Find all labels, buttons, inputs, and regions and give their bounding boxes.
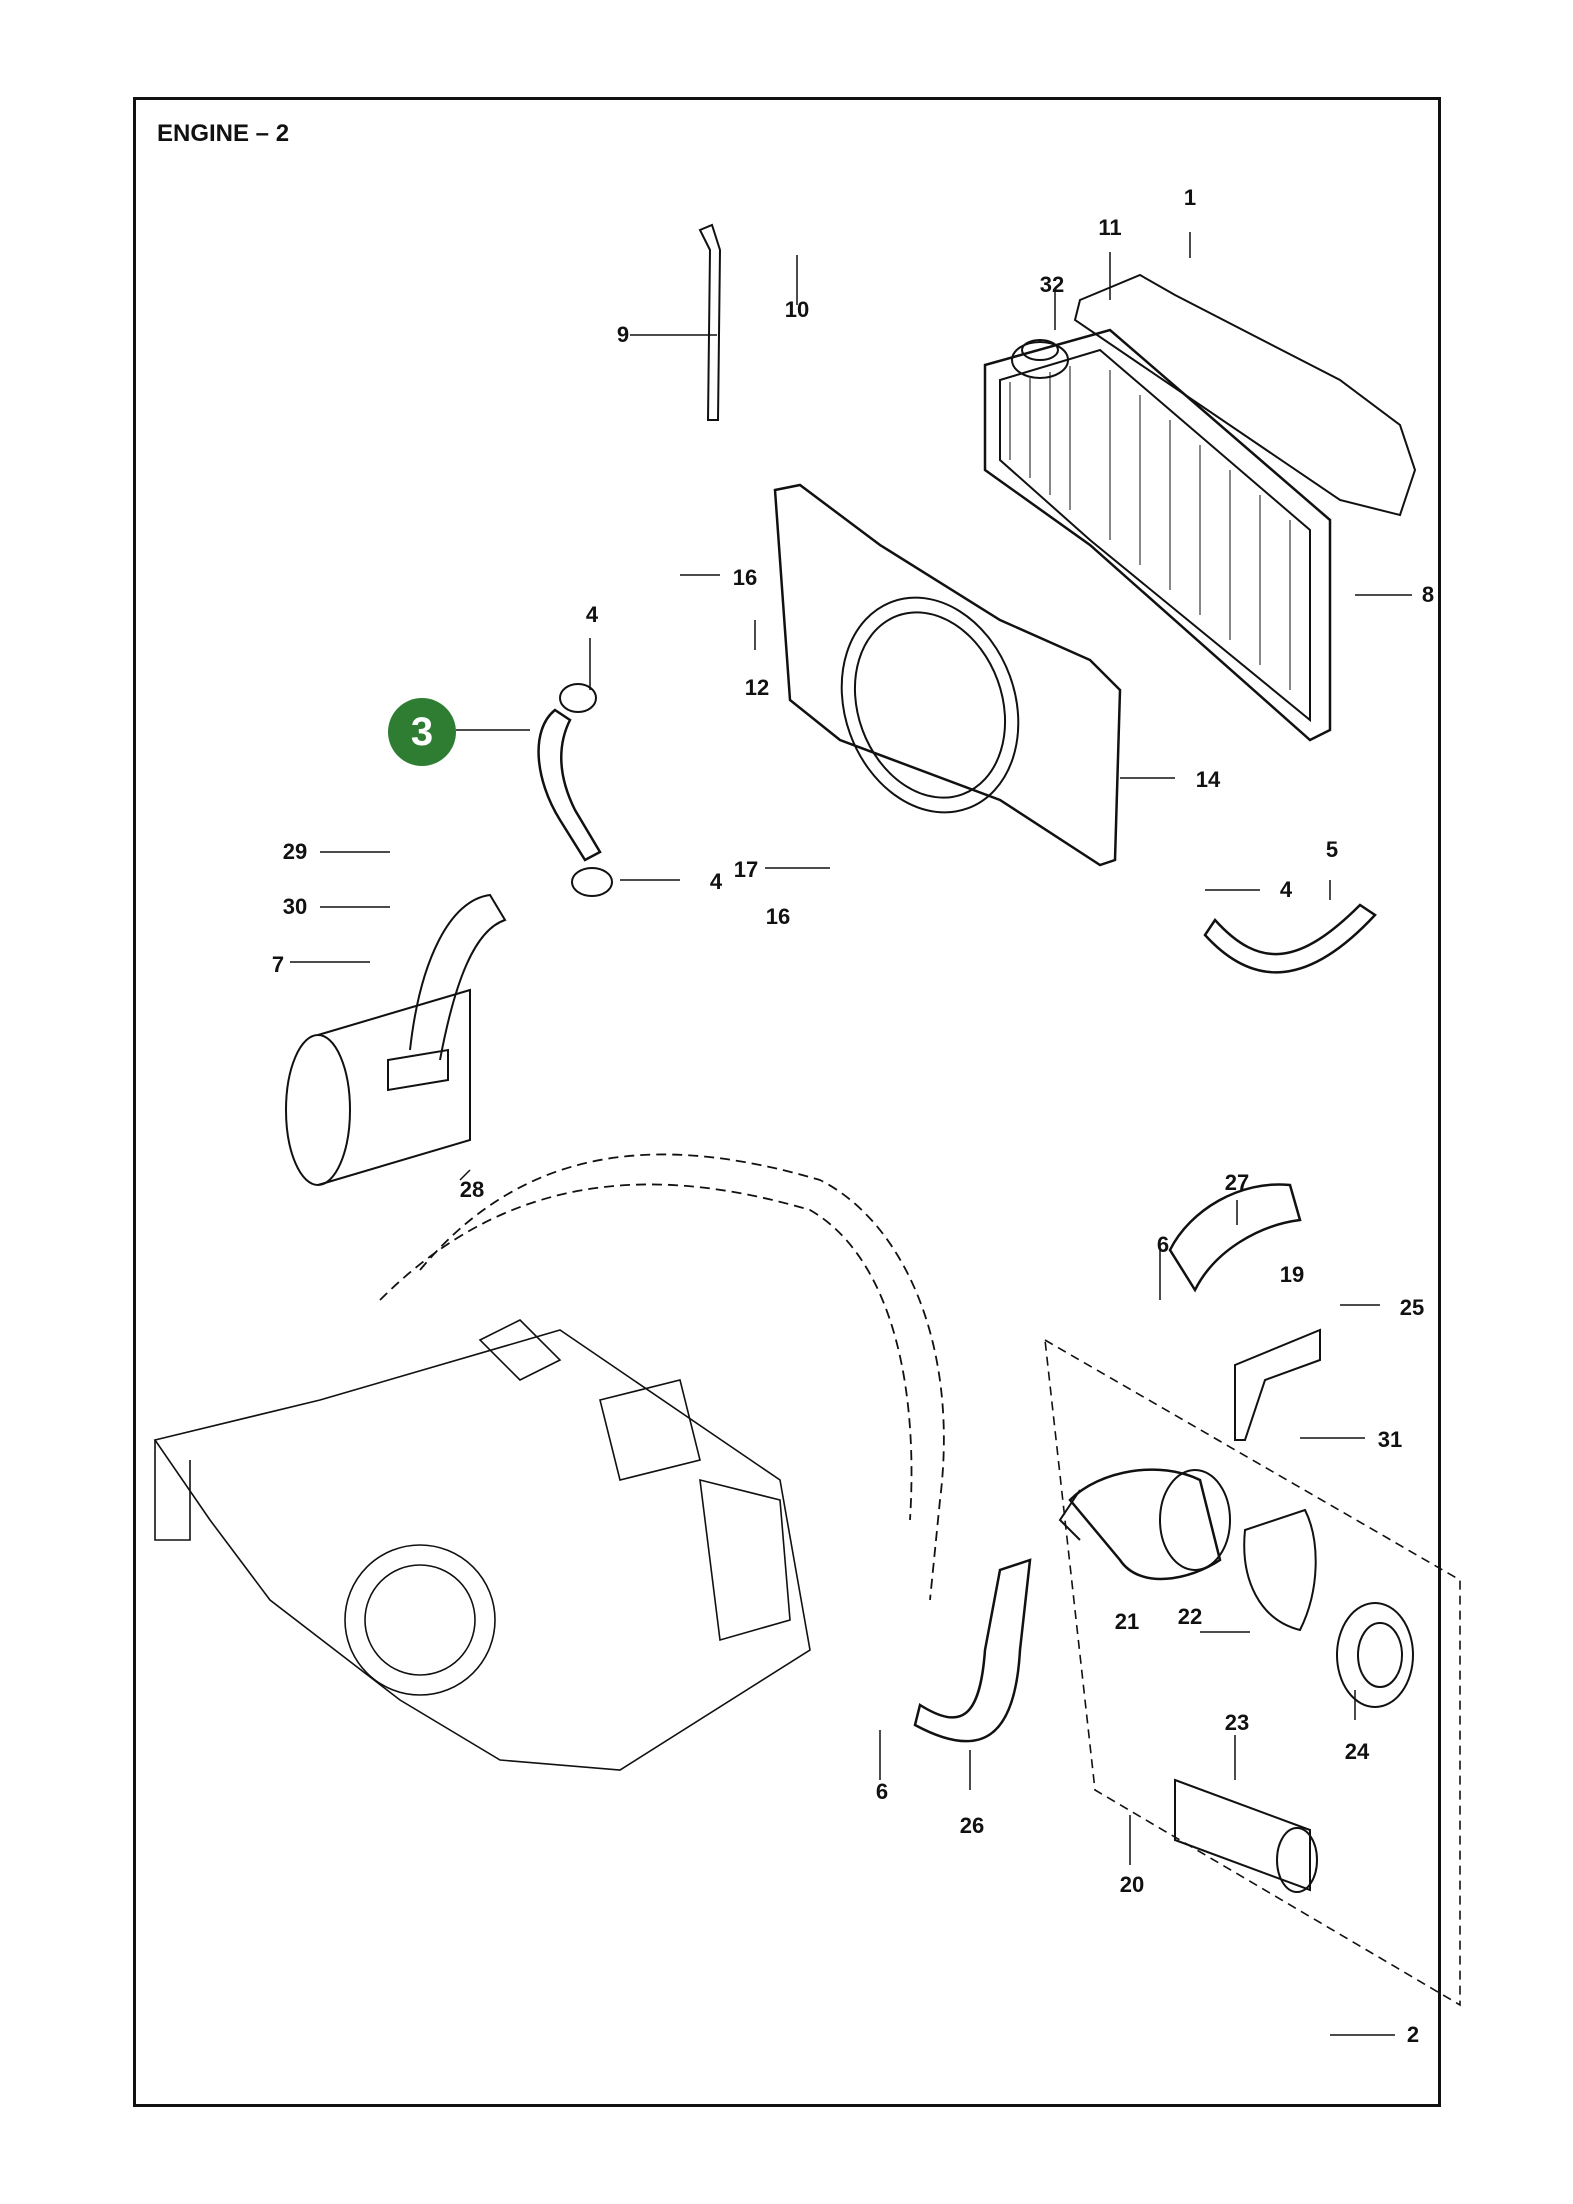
callout-1: 1 [1183,185,1197,210]
filter-element [1174,1778,1318,1893]
callout-6-lower: 6 [875,1779,889,1804]
callout-14: 14 [1195,767,1221,792]
radiator-cap [1011,339,1069,379]
top-bracket [1073,273,1417,517]
callout-12: 12 [744,675,770,700]
diagram-frame [133,97,1441,2107]
leader-lines [290,232,1412,2036]
callout-17: 17 [733,857,759,882]
callout-22: 22 [1177,1604,1203,1629]
air-cleaner [1058,1468,1231,1581]
callout-28: 28 [459,1177,485,1202]
callout-29: 29 [282,839,308,864]
callout-5: 5 [1325,837,1339,862]
engine-block [153,1319,811,1771]
callout-23: 23 [1224,1710,1250,1735]
callout-9: 9 [616,322,630,347]
callout-4-middle: 4 [709,869,723,894]
upper-hose [537,683,613,897]
dust-cap [1336,1602,1414,1708]
intake-hose [913,1558,1032,1743]
callout-8: 8 [1421,582,1435,607]
callout-26: 26 [959,1813,985,1838]
callout-6-upper: 6 [1156,1232,1170,1257]
lower-hose [1203,903,1377,974]
callout-11: 11 [1098,215,1122,240]
callout-21: 21 [1114,1609,1140,1634]
callout-2: 2 [1406,2022,1420,2047]
callout-25: 25 [1399,1295,1425,1320]
callout-4-right: 4 [1279,877,1293,902]
callout-16-top: 16 [732,565,758,590]
mounting-band [1243,1508,1317,1632]
callout-27: 27 [1224,1170,1250,1195]
diagram-title: ENGINE – 2 [157,120,290,147]
callout-7: 7 [271,952,285,977]
air-cleaner-assembly-box [1044,1338,1461,2007]
fan-shroud [773,483,1122,867]
hose-27 [1168,1183,1302,1293]
callout-20: 20 [1119,1872,1145,1897]
callout-4-top: 4 [585,602,599,627]
overflow-tube [698,223,722,421]
callout-10: 10 [784,297,810,322]
callout-16-lower: 16 [765,904,791,929]
tractor-frame [379,1153,945,1601]
callout-31: 31 [1377,1427,1403,1452]
callout-19: 19 [1279,1262,1305,1287]
bracket-19 [1234,1328,1321,1441]
highlight-badge: 3 [388,698,456,766]
muffler [285,893,507,1186]
callout-32: 32 [1039,272,1065,297]
callout-30: 30 [282,894,308,919]
callout-24: 24 [1344,1739,1370,1764]
radiator [983,328,1332,742]
